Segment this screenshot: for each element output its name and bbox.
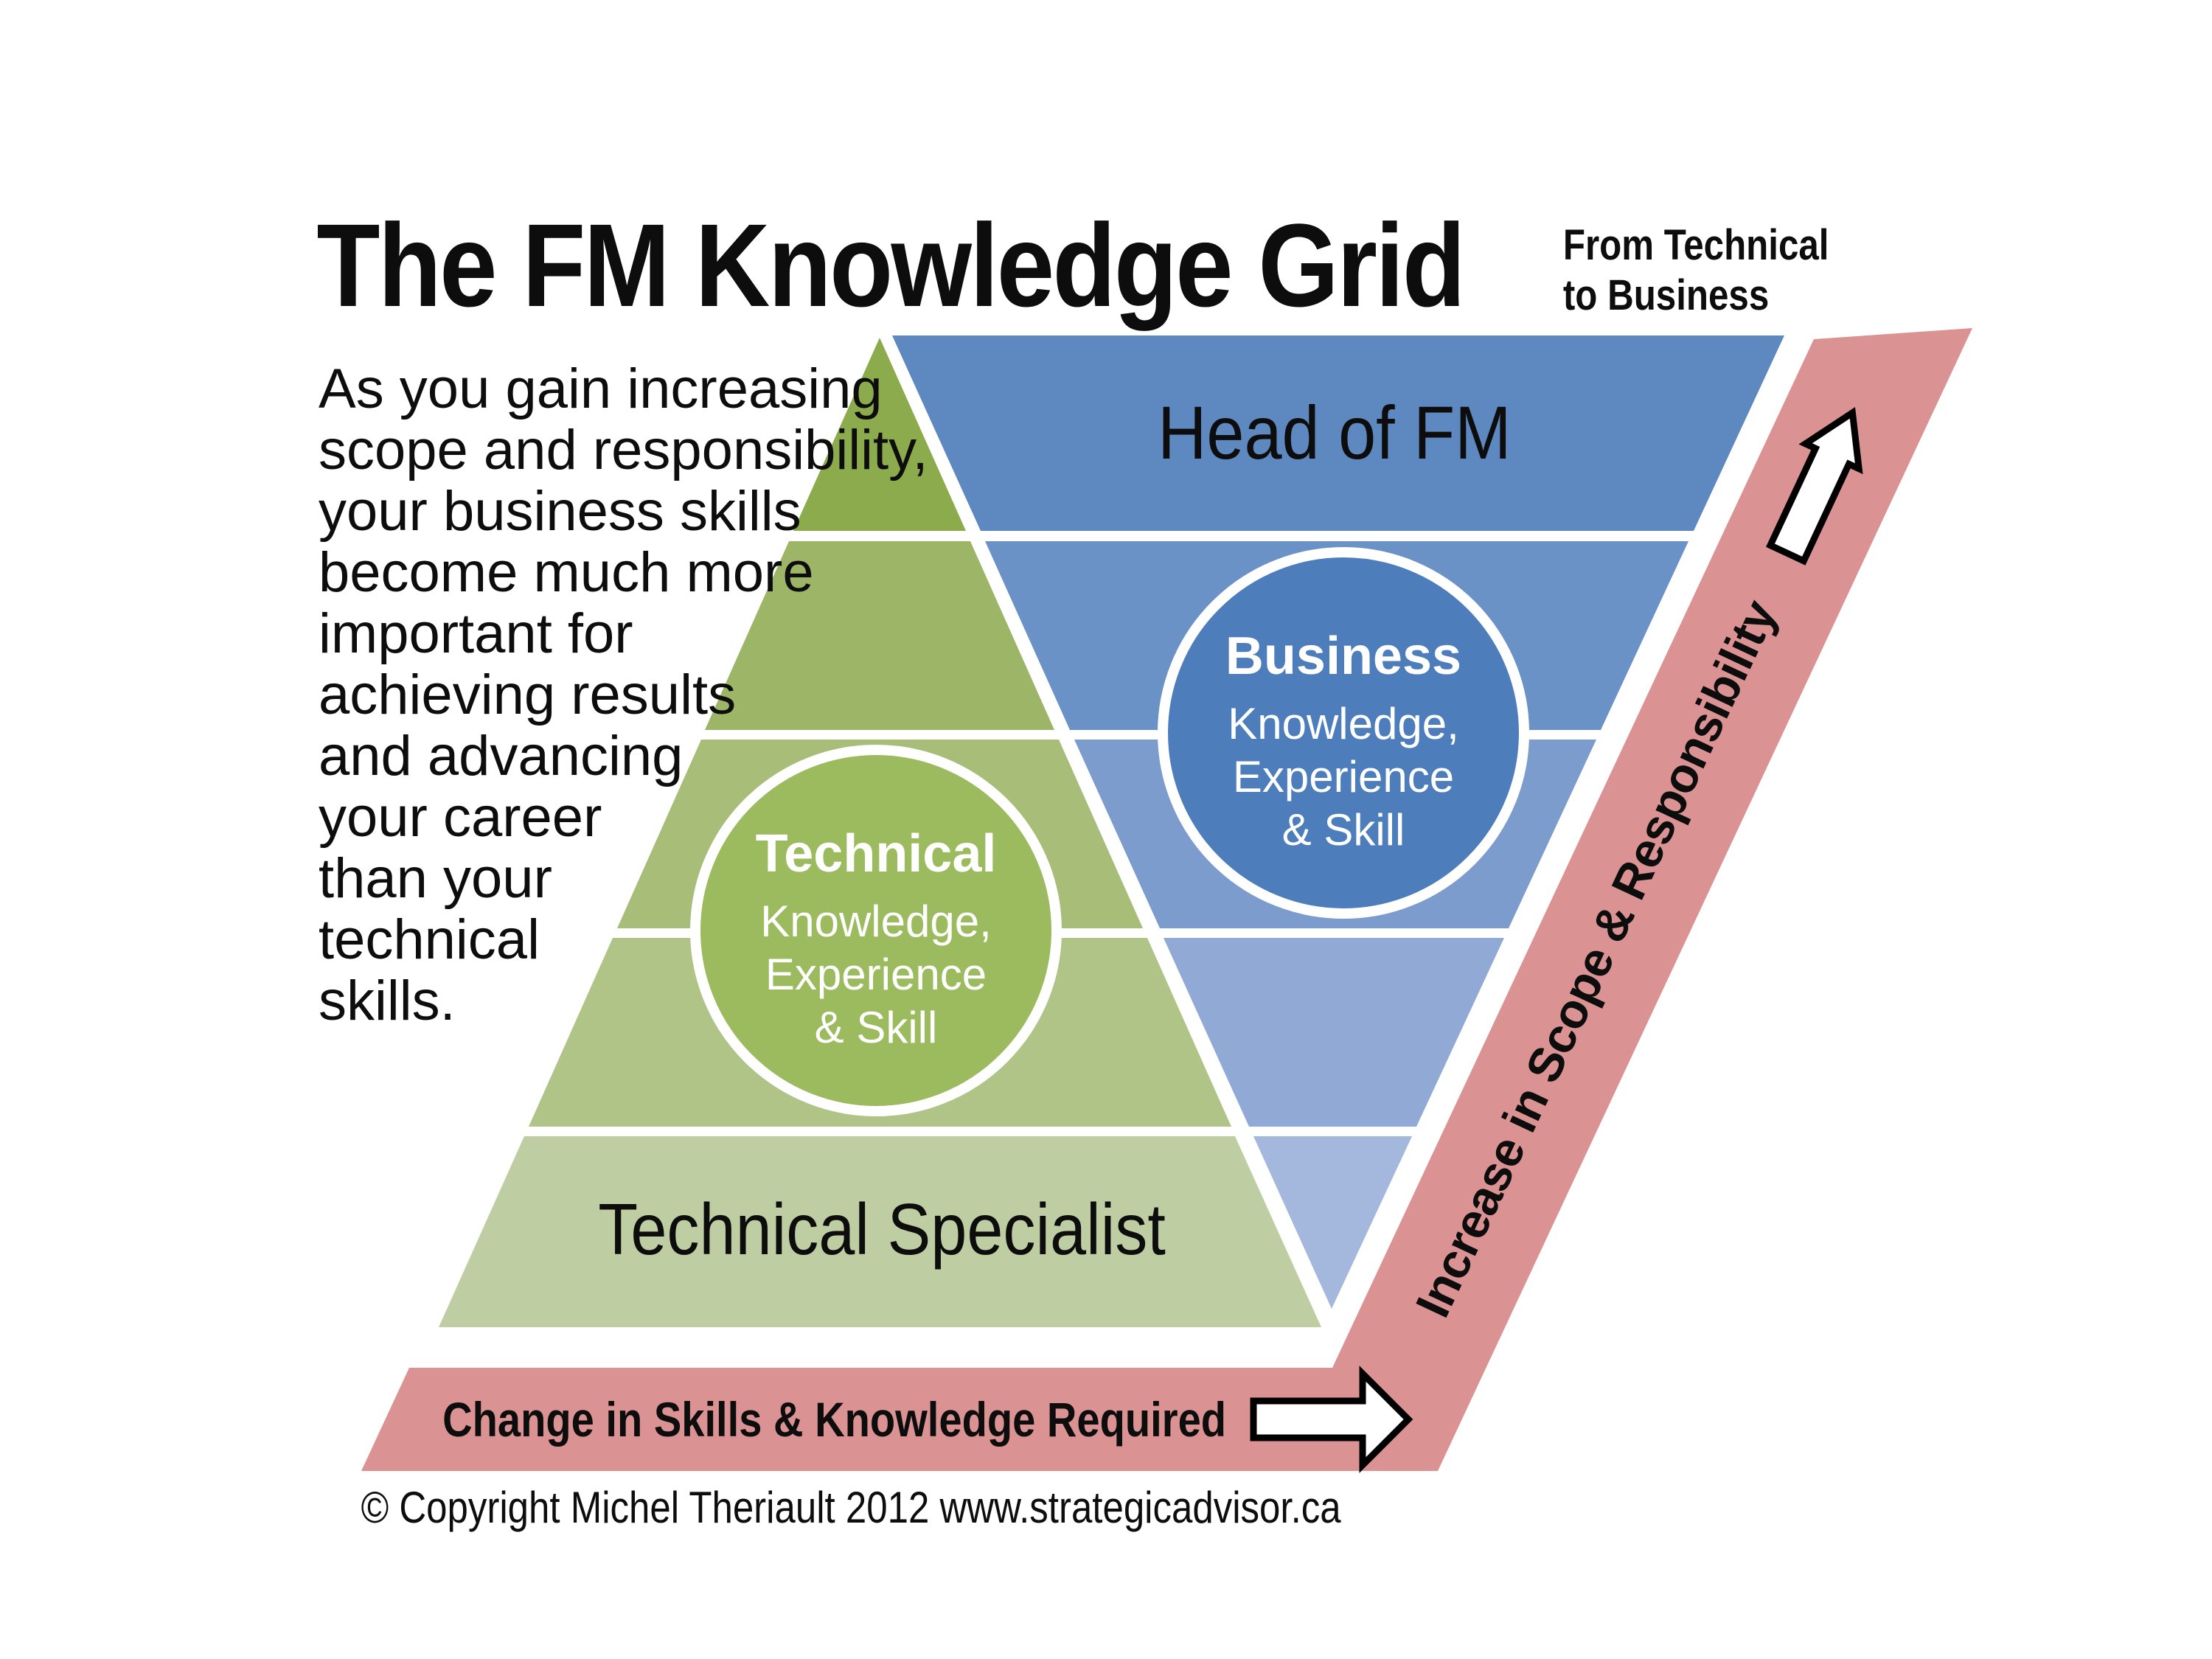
technical-specialist-label: Technical Specialist xyxy=(598,1189,1166,1270)
business-circle xyxy=(1158,547,1529,919)
intro-paragraph: As you gain increasing scope and respons… xyxy=(319,358,928,1032)
page-title: The FM Knowledge Grid xyxy=(316,200,1464,331)
blue-band-1 xyxy=(892,335,1784,531)
intro-line: than your xyxy=(319,847,552,910)
business-circle-line: Knowledge, xyxy=(1228,699,1459,748)
green-band-1 xyxy=(793,338,966,531)
intro-line: scope and responsibility, xyxy=(319,419,928,481)
change-in-skills-label: Change in Skills & Knowledge Required xyxy=(442,1393,1226,1447)
intro-line: As you gain increasing xyxy=(319,358,883,420)
subtitle-line-2: to Business xyxy=(1563,271,1769,319)
pink-arrow-frame xyxy=(361,328,1972,1471)
intro-line: and advancing xyxy=(319,725,683,787)
business-circle-line: Experience xyxy=(1233,752,1454,801)
intro-line: skills. xyxy=(319,970,456,1032)
up-arrow-icon xyxy=(1765,407,1863,566)
blue-band-5 xyxy=(1253,1136,1412,1309)
blue-band-4 xyxy=(1164,938,1504,1127)
intro-line: your career xyxy=(319,786,602,849)
technical-circle-text: Technical Knowledge, Experience & Skill xyxy=(756,824,997,1052)
technical-circle-title: Technical xyxy=(756,824,997,883)
technical-circle-line: Experience xyxy=(765,950,987,999)
technical-circle xyxy=(690,745,1062,1116)
copyright-text: © Copyright Michel Theriault 2012 www.st… xyxy=(361,1483,1341,1532)
business-circle-line: & Skill xyxy=(1282,805,1405,855)
technical-circle-line: Knowledge, xyxy=(760,897,992,946)
technical-circle-line: & Skill xyxy=(815,1003,938,1052)
head-of-fm-label: Head of FM xyxy=(1158,390,1511,475)
intro-line: achieving results xyxy=(319,664,736,726)
intro-line: your business skills xyxy=(319,480,801,543)
business-circle-text: Business Knowledge, Experience & Skill xyxy=(1225,627,1461,855)
business-circle-title: Business xyxy=(1225,627,1461,686)
subtitle-line-1: From Technical xyxy=(1563,221,1829,269)
green-band-2 xyxy=(705,541,1054,730)
intro-line: important for xyxy=(319,602,633,665)
right-arrow-icon xyxy=(1250,1366,1413,1473)
green-band-5 xyxy=(439,1136,1321,1327)
intro-line: technical xyxy=(319,908,540,971)
intro-line: become much more xyxy=(319,541,814,604)
